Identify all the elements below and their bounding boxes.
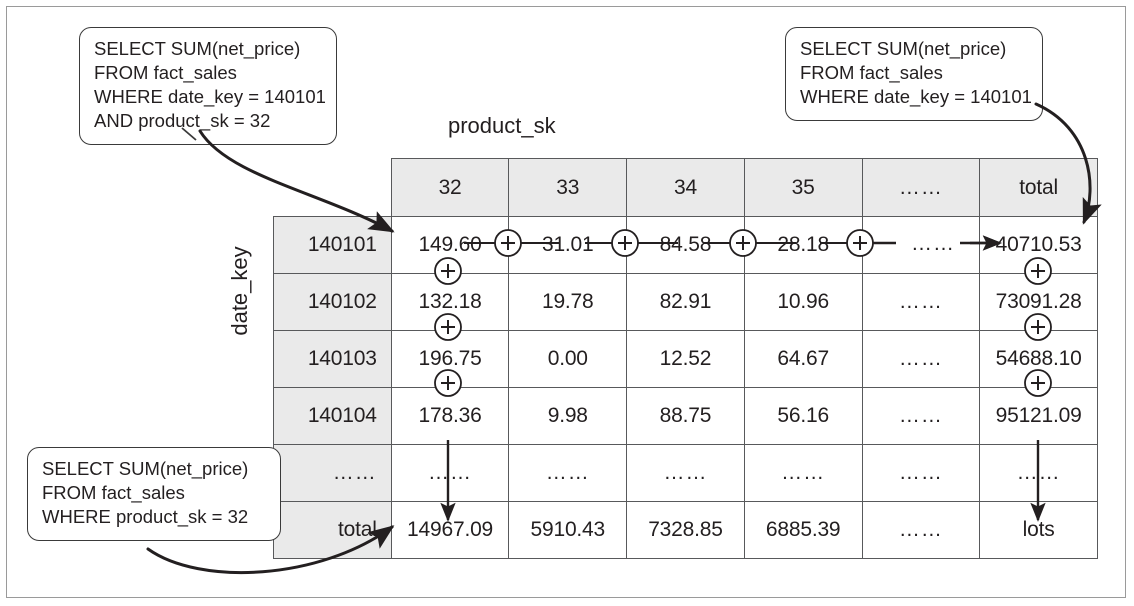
- cell-140101-32: 149.60: [390, 216, 510, 274]
- row-header-140103: 140103: [273, 330, 392, 388]
- cell-140102-32: 132.18: [390, 273, 510, 331]
- column-axis-label: product_sk: [448, 113, 556, 138]
- cell-ellipsis-35: ……: [743, 444, 863, 502]
- callout-line: SELECT SUM(net_price): [800, 38, 1007, 59]
- callout-line: FROM fact_sales: [800, 62, 943, 84]
- cell-140104-ellipsis: ……: [861, 387, 981, 445]
- callout-cell-query: SELECT SUM(net_price) FROM fact_sales WH…: [79, 27, 337, 146]
- callout-row-total-query: SELECT SUM(net_price) FROM fact_sales WH…: [785, 27, 1043, 122]
- cell-140104-35: 56.16: [743, 387, 863, 445]
- row-header-140102: 140102: [273, 273, 392, 331]
- table-row: 140101 149.60 31.01 84.58 28.18 …… 40710…: [273, 216, 1098, 274]
- cell-140104-33: 9.98: [508, 387, 628, 445]
- table-row: 140103 196.75 0.00 12.52 64.67 …… 54688.…: [273, 330, 1098, 388]
- row-header-140101: 140101: [273, 216, 392, 274]
- cell-140101-ellipsis: ……: [861, 216, 981, 274]
- cell-140103-ellipsis: ……: [861, 330, 981, 388]
- callout-line: SELECT SUM(net_price): [94, 38, 301, 59]
- cell-140101-total: 40710.53: [979, 216, 1098, 274]
- cell-ellipsis-32: ……: [390, 444, 510, 502]
- cell-140104-34: 88.75: [626, 387, 745, 445]
- cell-ellipsis-ellipsis: ……: [861, 444, 981, 502]
- cell-140103-34: 12.52: [626, 330, 745, 388]
- table-row: …… …… …… …… …… …… ……: [273, 444, 1098, 502]
- table-corner-cell: [273, 158, 392, 217]
- cell-140101-33: 31.01: [508, 216, 628, 274]
- table-row: 140104 178.36 9.98 88.75 56.16 …… 95121.…: [273, 387, 1098, 445]
- callout-line: AND product_sk = 32: [94, 110, 271, 132]
- table-total-row: total 14967.09 5910.43 7328.85 6885.39 ……: [273, 501, 1098, 559]
- cell-140102-total: 73091.28: [979, 273, 1098, 331]
- cell-ellipsis-34: ……: [626, 444, 745, 502]
- cell-140103-33: 0.00: [508, 330, 628, 388]
- cell-140103-35: 64.67: [743, 330, 863, 388]
- column-header-34: 34: [626, 158, 745, 217]
- pivot-table: 32 33 34 35 …… total 140101 149.60 31.01…: [273, 158, 1098, 559]
- callout-line: SELECT SUM(net_price): [42, 458, 249, 479]
- callout-line: WHERE date_key = 140101: [800, 86, 1032, 108]
- cell-total-33: 5910.43: [508, 501, 628, 559]
- cell-total-34: 7328.85: [626, 501, 745, 559]
- cell-140102-33: 19.78: [508, 273, 628, 331]
- cell-140104-total: 95121.09: [979, 387, 1098, 445]
- cell-140103-total: 54688.10: [979, 330, 1098, 388]
- callout-line: FROM fact_sales: [42, 482, 185, 504]
- column-header-33: 33: [508, 158, 628, 217]
- cell-140101-35: 28.18: [743, 216, 863, 274]
- column-header-32: 32: [390, 158, 510, 217]
- callout-column-total-query: SELECT SUM(net_price) FROM fact_sales WH…: [27, 447, 281, 542]
- cell-total-ellipsis: ……: [861, 501, 981, 559]
- cell-140103-32: 196.75: [390, 330, 510, 388]
- column-header-total: total: [979, 158, 1098, 217]
- callout-line: WHERE date_key = 140101: [94, 86, 326, 108]
- cell-total-total: lots: [979, 501, 1098, 559]
- row-header-140104: 140104: [273, 387, 392, 445]
- callout-line: WHERE product_sk = 32: [42, 506, 249, 528]
- callout-line: FROM fact_sales: [94, 62, 237, 84]
- cell-140101-34: 84.58: [626, 216, 745, 274]
- cell-140104-32: 178.36: [390, 387, 510, 445]
- column-header-ellipsis: ……: [861, 158, 981, 217]
- column-header-35: 35: [743, 158, 863, 217]
- table-row: 140102 132.18 19.78 82.91 10.96 …… 73091…: [273, 273, 1098, 331]
- row-axis-label: date_key: [227, 246, 252, 336]
- row-header-ellipsis: ……: [273, 444, 392, 502]
- cell-ellipsis-total: ……: [979, 444, 1098, 502]
- row-header-total: total: [273, 501, 392, 559]
- cell-ellipsis-33: ……: [508, 444, 628, 502]
- table-header-row: 32 33 34 35 …… total: [273, 158, 1098, 217]
- cell-total-35: 6885.39: [743, 501, 863, 559]
- cell-total-32: 14967.09: [390, 501, 510, 559]
- cell-140102-35: 10.96: [743, 273, 863, 331]
- cell-140102-ellipsis: ……: [861, 273, 981, 331]
- cell-140102-34: 82.91: [626, 273, 745, 331]
